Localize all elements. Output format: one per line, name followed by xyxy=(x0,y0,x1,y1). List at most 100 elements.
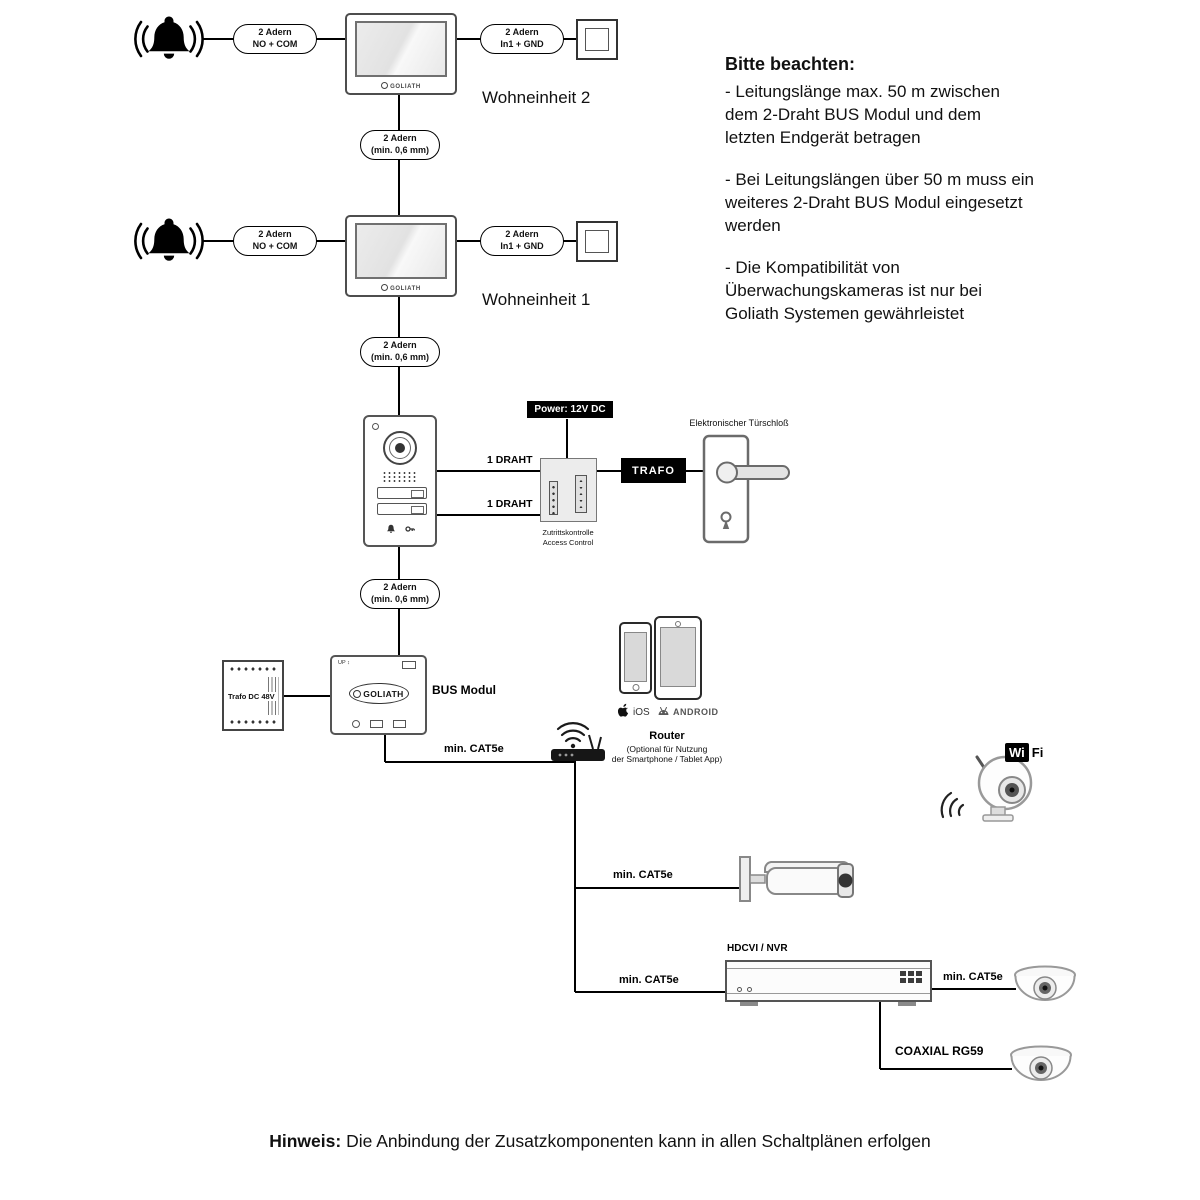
monitor-screen xyxy=(355,223,447,279)
cable-label-line1: 2 Adern xyxy=(383,133,417,144)
note-paragraph: - Bei Leitungslängen über 50 m muss ein … xyxy=(725,170,1035,235)
cable-label-line2: NO + COM xyxy=(252,39,298,49)
wire-doorstation-to-access-2 xyxy=(437,514,540,516)
nvr-buttons xyxy=(900,971,922,983)
wire-access-to-trafo xyxy=(597,470,621,472)
trafo-dc-label: Trafo DC 48V xyxy=(227,692,276,701)
monitor-screen xyxy=(355,21,447,77)
doorbell-button xyxy=(576,221,618,262)
terminal-row xyxy=(227,665,279,673)
trafo-dc-48v: Trafo DC 48V xyxy=(222,660,284,731)
unit-label: Wohneinheit 1 xyxy=(482,290,591,309)
note-paragraph: - Die Kompatibilität von Überwachungskam… xyxy=(725,258,983,323)
apple-logo-icon xyxy=(617,703,630,722)
bell-icon xyxy=(386,521,396,539)
cable-label-line1: 2 Adern xyxy=(258,27,292,38)
door-station-camera-icon xyxy=(383,431,417,465)
note-paragraph: - Leitungslänge max. 50 m zwischen dem 2… xyxy=(725,82,1000,147)
nvr-ridge xyxy=(727,993,930,994)
wire-label-cat5e: min. CAT5e xyxy=(943,971,1003,983)
android-label: ANDROID xyxy=(673,707,719,717)
wire-label-cat5e: min. CAT5e xyxy=(619,974,679,986)
ios-label: iOS xyxy=(633,707,650,718)
cable-label-line2: (min. 0,6 mm) xyxy=(370,145,429,155)
cable-label-no-com: 2 Adern NO + COM xyxy=(233,226,317,256)
wire-nvr-to-dome1 xyxy=(932,988,1016,990)
smartphone-icon xyxy=(619,622,652,694)
bus-module-ports xyxy=(332,720,425,728)
cable-label-line1: 2 Adern xyxy=(258,229,292,240)
cable-label-2adern: 2 Adern (min. 0,6 mm) xyxy=(360,130,440,160)
dome-camera-icon xyxy=(1012,964,1078,1021)
tablet-icon xyxy=(654,616,702,700)
wire-label-1draht: 1 DRAHT xyxy=(487,454,533,466)
door-station-icons xyxy=(365,521,435,539)
terminal-block xyxy=(549,481,558,515)
bus-module-up-label: UP ↕ xyxy=(338,660,350,666)
doorbell-chime-icon xyxy=(134,212,204,273)
cable-label-in1-gnd: 2 Adern In1 + GND xyxy=(480,24,564,54)
rj45-port-icon xyxy=(402,661,416,669)
ios-platform: iOS xyxy=(617,703,650,722)
wire-to-bullet-camera xyxy=(575,887,742,889)
wire-power-to-access xyxy=(566,419,568,458)
goliath-badge: GOLIATH xyxy=(348,683,409,704)
access-control-caption-line1: Zutrittskontrolle xyxy=(542,528,594,537)
door-station-call-button xyxy=(377,503,427,515)
notes-panel: Bitte beachten: - Leitungslänge max. 50 … xyxy=(725,54,1097,344)
bullet-camera-icon xyxy=(738,850,860,913)
doorbell-button xyxy=(576,19,618,60)
wire-label-coaxial: COAXIAL RG59 xyxy=(895,1044,984,1058)
indoor-monitor-unit1: GOLIATH xyxy=(345,215,457,297)
wire-doorstation-to-access-1 xyxy=(437,470,540,472)
indoor-monitor-unit2: GOLIATH xyxy=(345,13,457,95)
bus-module: UP ↕ GOLIATH xyxy=(330,655,427,735)
goliath-logo: GOLIATH xyxy=(347,284,455,292)
wire-nvr-to-dome2 xyxy=(880,1068,1012,1070)
nvr-ridge xyxy=(727,968,930,969)
door-station xyxy=(363,415,437,547)
wifi-badge: Wi Fi xyxy=(1005,743,1043,762)
access-control-unit xyxy=(540,458,597,522)
goliath-logo-icon xyxy=(372,423,379,430)
door-lock-label: Elektronischer Türschloß xyxy=(689,418,789,428)
electronic-door-lock-icon xyxy=(701,433,795,550)
footer-prefix: Hinweis: xyxy=(269,1131,342,1151)
nvr-recorder xyxy=(725,960,932,1002)
doorbell-button-inner xyxy=(585,28,609,51)
doorbell-button-inner xyxy=(585,230,609,253)
footer-text: Die Anbindung der Zusatzkomponenten kann… xyxy=(346,1131,931,1151)
wire-label-cat5e: min. CAT5e xyxy=(444,743,504,755)
cable-label-2adern: 2 Adern (min. 0,6 mm) xyxy=(360,579,440,609)
wire-label-cat5e: min. CAT5e xyxy=(613,869,673,881)
wire-bus-down xyxy=(384,735,386,762)
cable-label-no-com: 2 Adern NO + COM xyxy=(233,24,317,54)
dome-camera-icon xyxy=(1008,1044,1074,1101)
cable-label-line2: NO + COM xyxy=(252,241,298,251)
router-icon xyxy=(549,707,607,768)
android-logo-icon xyxy=(657,703,670,721)
door-station-call-button xyxy=(377,487,427,499)
port-icon xyxy=(392,720,406,728)
terminal-row xyxy=(227,718,279,726)
goliath-logo: GOLIATH xyxy=(347,82,455,90)
router-sub-label-1: (Optional für Nutzung xyxy=(626,744,708,754)
unit-label: Wohneinheit 2 xyxy=(482,88,591,107)
cable-label-line2: In1 + GND xyxy=(500,241,544,251)
access-control-caption: Zutrittskontrolle Access Control xyxy=(518,528,618,548)
cable-label-in1-gnd: 2 Adern In1 + GND xyxy=(480,226,564,256)
power-label: Power: 12V DC xyxy=(527,401,613,418)
goliath-logo: GOLIATH xyxy=(353,689,403,699)
wire-nvr-down xyxy=(879,1002,881,1069)
cable-label-line1: 2 Adern xyxy=(383,582,417,593)
nvr-foot xyxy=(898,1002,916,1006)
wire-trafo-to-lock xyxy=(686,470,706,472)
wifi-fi-label: Fi xyxy=(1031,745,1044,760)
wire-to-nvr xyxy=(575,991,725,993)
router-sub-label-2: der Smartphone / Tablet App) xyxy=(611,754,723,764)
nvr-led-icon xyxy=(737,987,742,992)
cable-label-line2: (min. 0,6 mm) xyxy=(370,352,429,362)
doorbell-chime-icon xyxy=(134,10,204,71)
wire-bus-to-router xyxy=(385,761,576,763)
